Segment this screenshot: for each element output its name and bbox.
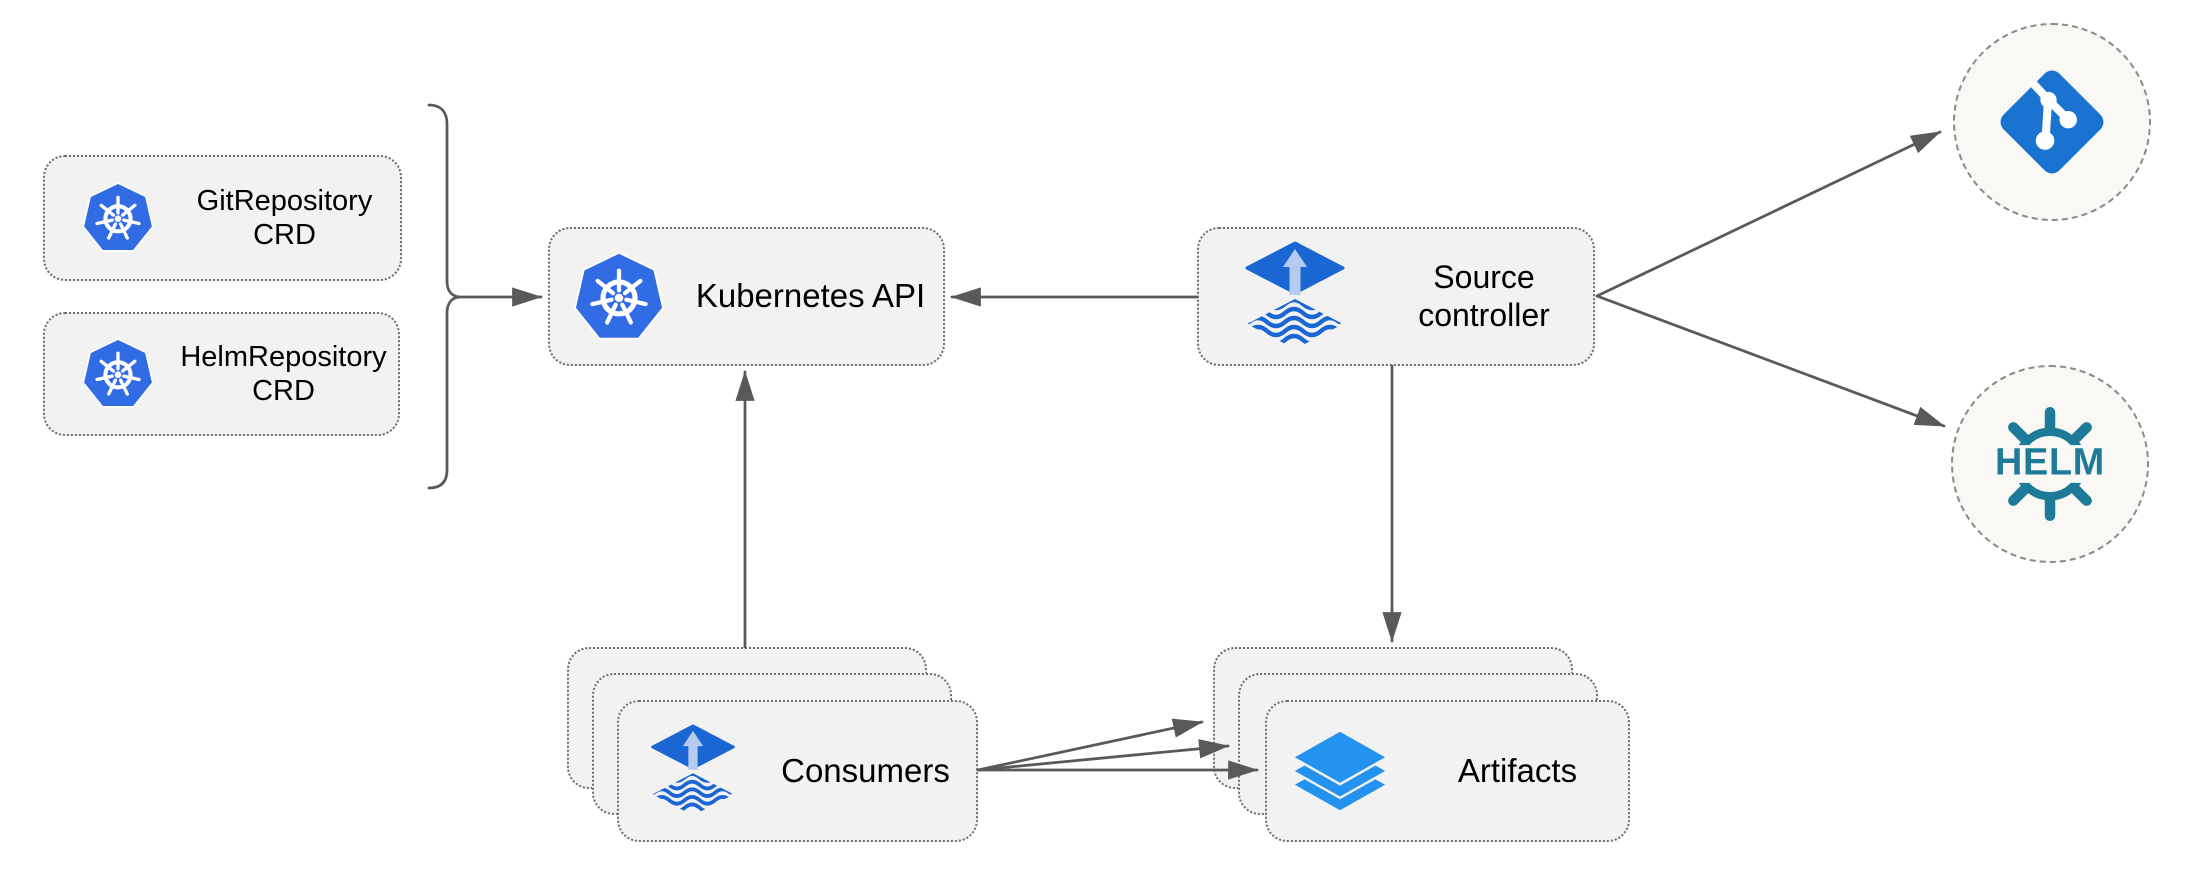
- helm-wordmark: HELM: [1995, 442, 2105, 484]
- source-controller-label: Source controller: [1418, 258, 1550, 333]
- helm-icon: HELM: [1980, 394, 2120, 534]
- git-repository-crd-node: GitRepository CRD: [43, 155, 402, 281]
- flux-icon: [649, 724, 737, 819]
- artifacts-node: Artifacts: [1265, 700, 1630, 842]
- git-icon: [1994, 64, 2110, 180]
- kubernetes-api-node: Kubernetes API: [548, 227, 945, 366]
- consumers-label: Consumers: [781, 751, 950, 789]
- edge-consumers-to-artifacts-1: [976, 718, 1204, 772]
- kubernetes-api-label: Kubernetes API: [695, 277, 926, 315]
- source-controller-node: Source controller: [1197, 227, 1595, 366]
- helm-repository-crd-node: HelmRepository CRD: [43, 312, 400, 436]
- edge-consumers-to-artifacts-2: [976, 739, 1230, 772]
- flux-icon: [1243, 241, 1347, 353]
- crd-group-brace: [427, 103, 460, 490]
- helm-remote-node: HELM: [1951, 365, 2149, 563]
- kubernetes-icon: [81, 181, 155, 255]
- kubernetes-icon: [572, 250, 666, 344]
- git-remote-node: [1953, 23, 2151, 221]
- artifacts-label: Artifacts: [1457, 751, 1578, 789]
- kubernetes-icon: [81, 337, 155, 411]
- consumers-node: Consumers: [617, 700, 978, 842]
- git-repository-crd-label: GitRepository CRD: [196, 184, 373, 251]
- edge-source-controller-to-helm-remote: [1595, 294, 1946, 428]
- edge-source-controller-to-git-remote: [1595, 130, 1942, 298]
- layers-icon: [1291, 727, 1389, 815]
- helm-repository-crd-label: HelmRepository CRD: [180, 340, 387, 407]
